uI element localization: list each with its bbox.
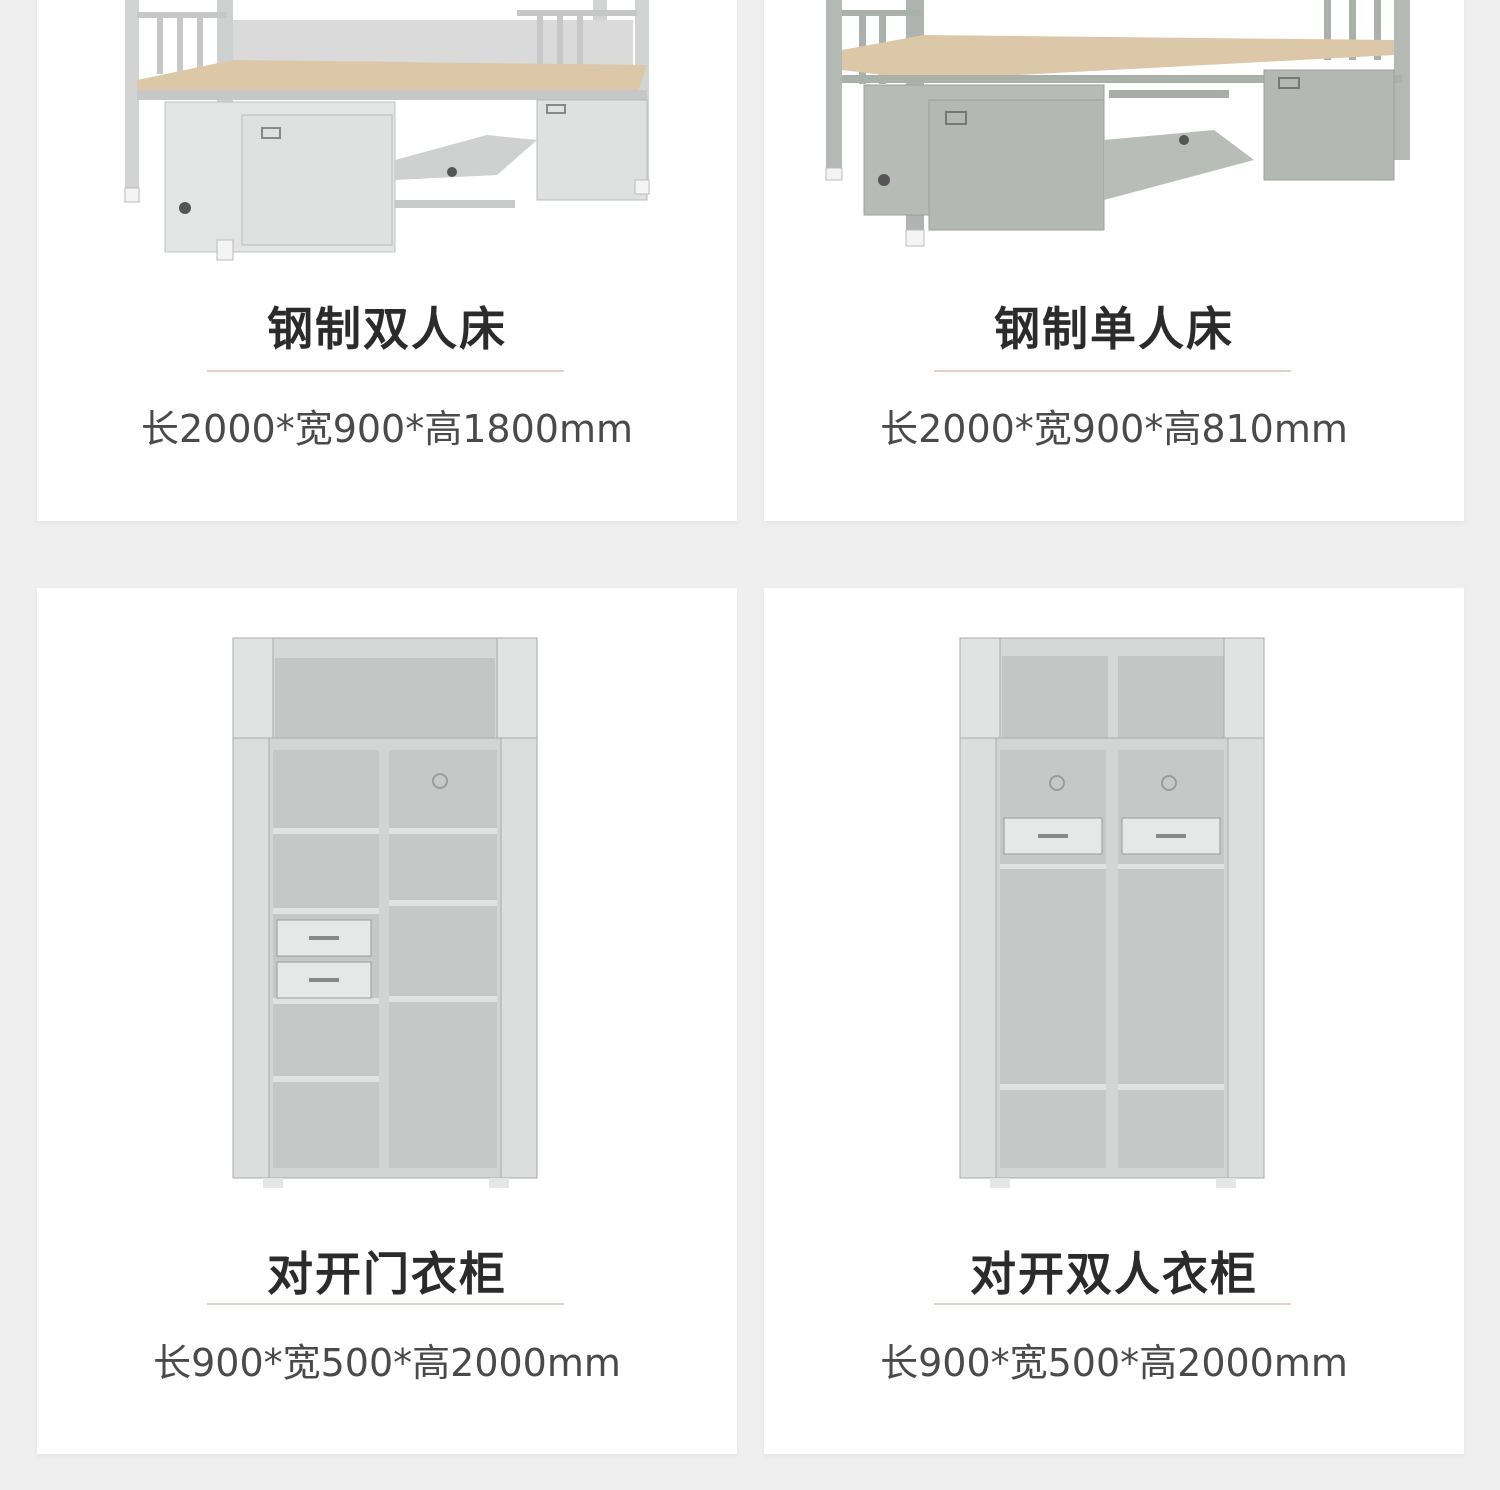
double-door-wardrobe-image — [37, 588, 737, 1208]
product-title: 对开双人衣柜 — [970, 1247, 1258, 1301]
product-dimensions: 长2000*宽900*高810mm — [880, 407, 1348, 451]
product-title: 对开门衣柜 — [267, 1247, 507, 1301]
product-dimensions: 长900*宽500*高2000mm — [153, 1341, 621, 1385]
double-person-wardrobe-image — [764, 588, 1464, 1208]
product-title: 钢制双人床 — [267, 302, 507, 356]
product-card-double-door-wardrobe[interactable]: 对开门衣柜 长900*宽500*高2000mm — [37, 588, 737, 1454]
bunk-bed-icon — [124, 0, 650, 261]
product-dimensions: 长900*宽500*高2000mm — [880, 1341, 1348, 1385]
double-door-wardrobe-icon — [232, 637, 538, 1188]
title-divider — [207, 1303, 564, 1305]
product-card-bunk-bed[interactable]: 钢制双人床 长2000*宽900*高1800mm — [37, 0, 737, 521]
single-bed-image — [764, 0, 1464, 280]
title-divider — [934, 1303, 1291, 1305]
product-card-single-bed[interactable]: 钢制单人床 长2000*宽900*高810mm — [764, 0, 1464, 521]
bunk-bed-image — [37, 0, 737, 280]
product-title: 钢制单人床 — [994, 302, 1234, 356]
single-bed-icon — [825, 0, 1410, 247]
product-dimensions: 长2000*宽900*高1800mm — [141, 407, 633, 451]
double-person-wardrobe-icon — [959, 637, 1265, 1188]
title-divider — [934, 370, 1291, 372]
title-divider — [207, 370, 564, 372]
product-card-double-person-wardrobe[interactable]: 对开双人衣柜 长900*宽500*高2000mm — [764, 588, 1464, 1454]
